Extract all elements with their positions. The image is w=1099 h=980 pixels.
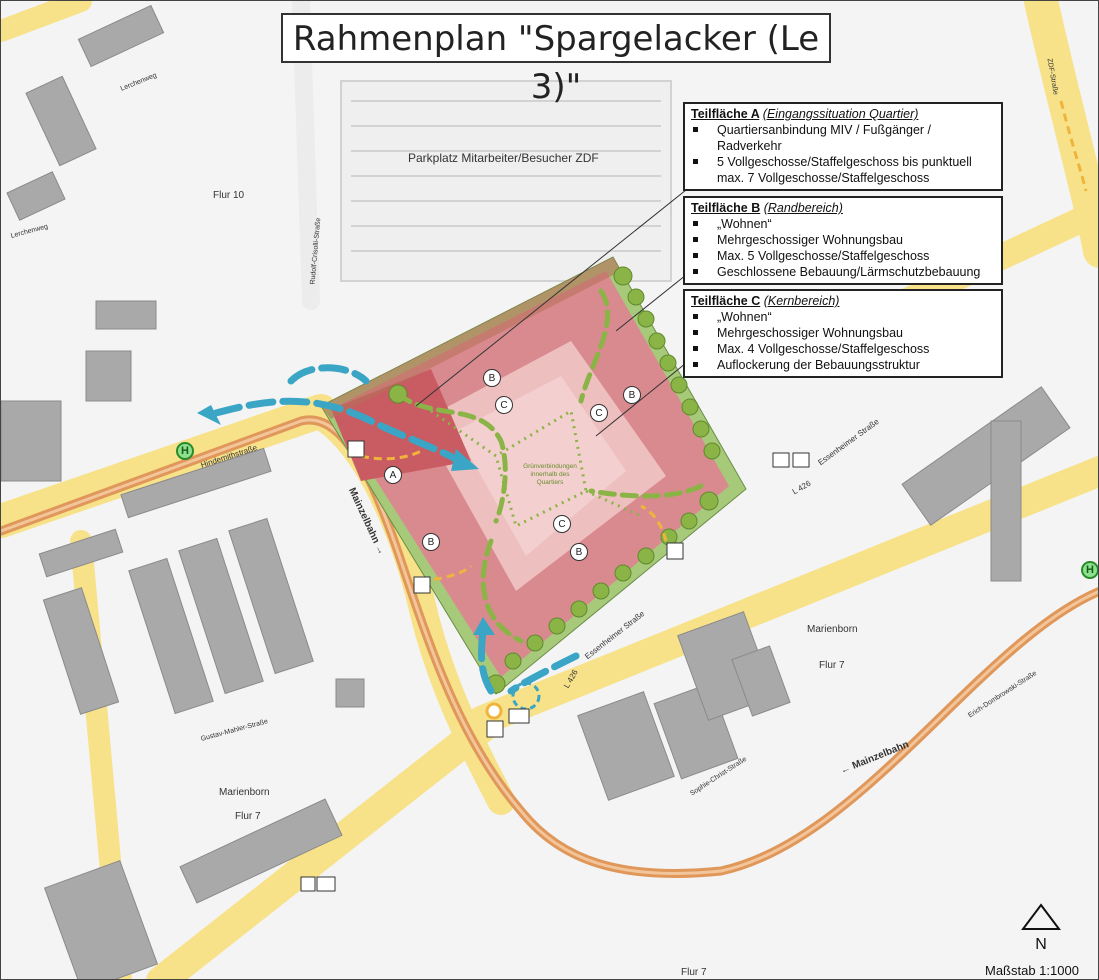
area-marker-c: C	[495, 396, 513, 414]
legend-teilflaeche-a: Teilfläche A (Eingangssituation Quartier…	[683, 102, 1003, 191]
legend-a-item: Quartiersanbindung MIV / Fußgänger / Rad…	[691, 122, 993, 154]
flur7-left-label: Flur 7	[235, 811, 261, 822]
legend-teilflaeche-b: Teilfläche B (Randbereich) „Wohnen“ Mehr…	[683, 196, 1003, 285]
legend-c-item: Mehrgeschossiger Wohnungsbau	[691, 325, 993, 341]
green-connections	[395, 288, 704, 644]
legend-b-item: Max. 5 Vollgeschosse/Staffelgeschoss	[691, 248, 993, 264]
legend-b-item: Geschlossene Bebauung/Lärmschutzbebauung	[691, 264, 993, 280]
legend-a-subtitle: (Eingangssituation Quartier)	[762, 107, 919, 121]
legend-teilflaeche-c: Teilfläche C (Kernbereich) „Wohnen“ Mehr…	[683, 289, 1003, 378]
north-label: N	[1035, 936, 1047, 953]
area-marker-c: C	[590, 404, 608, 422]
legend-b-subtitle: (Randbereich)	[763, 201, 843, 215]
green-connection-label: Grünverbindungen innerhalb des Quartiers	[523, 463, 577, 486]
flur7-right-label: Flur 7	[819, 660, 845, 671]
legend-a-heading: Teilfläche A (Eingangssituation Quartier…	[691, 106, 993, 122]
planning-area	[320, 256, 747, 695]
legend-a-item: 5 Vollgeschosse/Staffelgeschoss bis punk…	[691, 154, 993, 186]
legend-c-item: „Wohnen“	[691, 309, 993, 325]
blue-arrowhead-c	[473, 617, 495, 635]
bus-stop-icon: H	[1081, 561, 1098, 579]
scale-label: Maßstab 1:1000	[985, 963, 1079, 978]
legend-c-name: Teilfläche C	[691, 294, 761, 308]
flur7-bottom-label: Flur 7	[681, 967, 707, 978]
flur10-label: Flur 10	[213, 190, 245, 201]
north-arrow-icon: N	[1019, 903, 1063, 953]
legend-b-heading: Teilfläche B (Randbereich)	[691, 200, 993, 216]
green-dotted-paths	[430, 408, 642, 529]
area-marker-b: B	[623, 386, 641, 404]
map-title: Rahmenplan "Spargelacker (Le 3)"	[281, 13, 831, 107]
legend-c-subtitle: (Kernbereich)	[763, 294, 840, 308]
area-marker-b: B	[422, 533, 440, 551]
area-marker-b: B	[570, 543, 588, 561]
blue-access-arrows	[212, 364, 580, 695]
legend-c-item: Max. 4 Vollgeschosse/Staffelgeschoss	[691, 341, 993, 357]
leader-lines	[415, 185, 692, 437]
area-marker-b: B	[483, 369, 501, 387]
bike-ped-symbols	[300, 440, 810, 892]
legend-b-item: Mehrgeschossiger Wohnungsbau	[691, 232, 993, 248]
legend-a-name: Teilfläche A	[691, 107, 760, 121]
legend-c-heading: Teilfläche C (Kernbereich)	[691, 293, 993, 309]
blue-arrowhead-a	[451, 449, 479, 471]
bus-stop-icon: H	[176, 442, 194, 460]
marienborn-right-label: Marienborn	[807, 624, 858, 635]
parking-label: Parkplatz Mitarbeiter/Besucher ZDF	[408, 151, 599, 165]
buildings	[1, 4, 1071, 979]
legend-b-name: Teilfläche B	[691, 201, 761, 215]
parking-lot	[340, 80, 672, 282]
legend-c-item: Auflockerung der Bebauungsstruktur	[691, 357, 993, 373]
legend-b-item: „Wohnen“	[691, 216, 993, 232]
blue-arrowhead-b	[197, 405, 221, 425]
area-marker-c: C	[553, 515, 571, 533]
marienborn-left-label: Marienborn	[219, 787, 270, 798]
area-marker-a: A	[384, 466, 402, 484]
